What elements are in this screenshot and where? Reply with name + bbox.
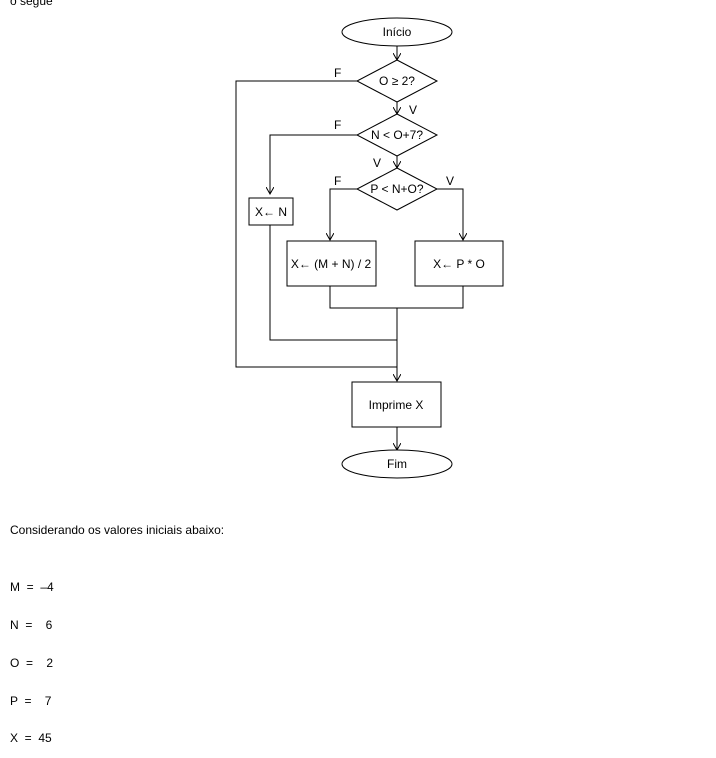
decision-2-diamond [355,113,439,157]
path-cond1-false [235,80,397,368]
process-assign-n: X← N [248,197,294,226]
value-line-o: O = 2 [10,655,54,670]
process-assign-product-label: X← P * O [433,257,485,271]
process-assign-n-label: X← N [255,205,287,219]
decision-1-label: O ≥ 2? [379,74,415,88]
start-label: Início [383,25,412,39]
end-label: Fim [387,457,407,471]
decision-1-diamond [355,59,439,103]
process-assign-average-box [286,240,377,287]
process-print-label: Imprime X [369,398,424,412]
arrow-cond3-false [330,188,357,240]
decision-3-diamond [355,167,439,211]
decision-3-true-label: V [446,174,454,188]
end-node: Fim [341,449,453,479]
end-ellipse [341,449,453,479]
decision-1-true-label: V [409,103,417,117]
arrow-cond2-false [270,134,359,194]
value-line-n: N = 6 [10,617,53,632]
process-assign-product-box [414,240,504,287]
process-assign-average: X← (M + N) / 2 [286,240,377,287]
cut-off-heading: o segue [10,0,53,8]
process-assign-product: X← P * O [414,240,504,287]
start-node: Início [341,17,453,47]
arrow-cond3-true [437,188,463,240]
process-print: Imprime X [351,381,442,428]
decision-2: N < O+7? F V [334,113,439,170]
decision-2-true-label: V [373,156,381,170]
value-line-p: P = 7 [10,693,52,708]
path-assign-n-merge [269,225,397,341]
value-line-m: M = –4 [10,580,54,595]
path-branches-merge [329,286,464,309]
process-assign-n-box [248,197,294,226]
initial-values-list: M = –4 N = 6 O = 2 P = 7 X = 45 [10,556,54,758]
decision-2-label: N < O+7? [371,128,423,142]
decision-2-false-label: F [334,118,341,132]
decision-1-false-label: F [334,66,341,80]
decision-3-false-label: F [334,174,341,188]
decision-3-label: P < N+O? [370,182,423,196]
value-line-x: X = 45 [10,731,52,746]
flowchart: Início O ≥ 2? F V N < O+7? F V P < N+O? … [235,17,504,479]
decision-3: P < N+O? F V [334,167,454,211]
intro-text: Considerando os valores iniciais abaixo: [10,523,225,537]
process-assign-average-label: X← (M + N) / 2 [291,257,372,271]
decision-1: O ≥ 2? F V [334,59,439,117]
process-print-box [351,381,442,428]
connector-lines [235,45,464,450]
start-ellipse [341,17,453,47]
